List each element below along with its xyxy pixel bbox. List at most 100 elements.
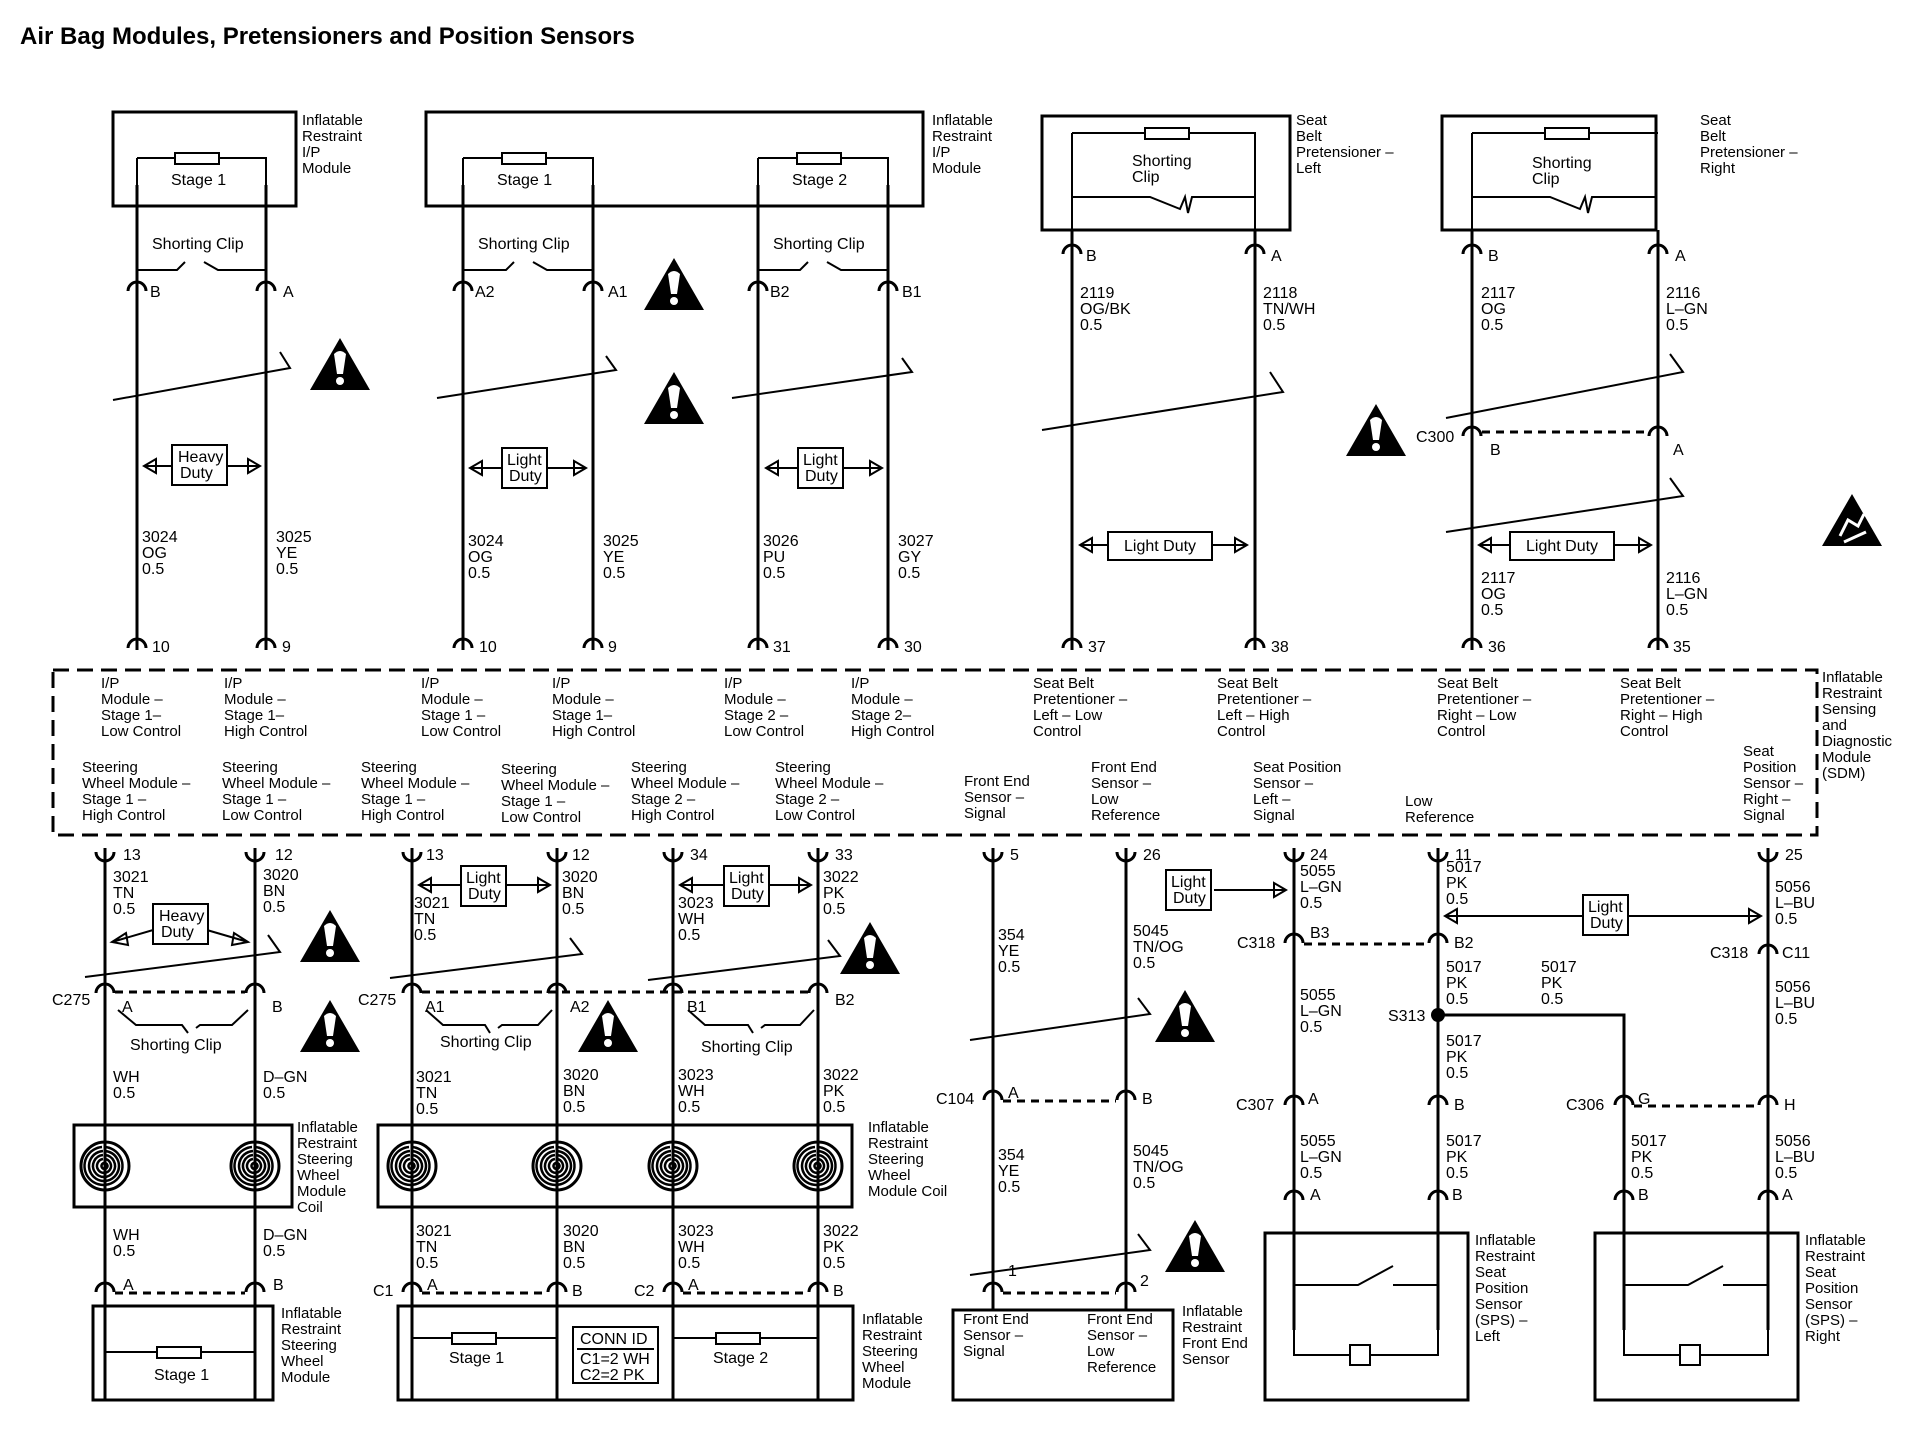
svg-text:B2: B2 (835, 992, 855, 1009)
svg-text:L–GN: L–GN (1300, 1003, 1342, 1020)
svg-text:C318: C318 (1710, 945, 1748, 962)
svg-text:High Control: High Control (631, 807, 714, 824)
svg-text:Duty: Duty (1173, 890, 1206, 907)
svg-text:B: B (1142, 1091, 1153, 1108)
svg-text:Sensor: Sensor (1475, 1296, 1523, 1313)
light-duty-marker: Light Duty (1443, 894, 1763, 936)
svg-text:Module Coil: Module Coil (868, 1183, 947, 1200)
sw-module-right-label: Inflatable Restraint Steering Wheel Modu… (862, 1311, 923, 1392)
svg-text:Light: Light (466, 870, 501, 887)
svg-text:0.5: 0.5 (276, 561, 298, 578)
svg-text:Inflatable: Inflatable (868, 1119, 929, 1136)
svg-text:Restraint: Restraint (1182, 1319, 1243, 1336)
svg-text:B: B (1638, 1187, 1649, 1204)
svg-text:3024: 3024 (468, 533, 504, 550)
svg-text:0.5: 0.5 (563, 1099, 585, 1116)
svg-text:0.5: 0.5 (998, 959, 1020, 976)
light-duty-marker: Light Duty (1477, 531, 1653, 561)
svg-text:Heavy: Heavy (178, 449, 223, 466)
svg-text:B: B (572, 1283, 583, 1300)
svg-text:A: A (1008, 1085, 1019, 1102)
svg-text:Restraint: Restraint (862, 1327, 923, 1344)
svg-text:and: and (1822, 717, 1847, 734)
conn-id-c1: C1=2 WH (580, 1351, 650, 1368)
c307-connector: C307 A B (1236, 1091, 1465, 1114)
svg-text:Wheel: Wheel (868, 1167, 911, 1184)
svg-text:0.5: 0.5 (763, 565, 785, 582)
svg-text:Seat Belt: Seat Belt (1033, 675, 1095, 692)
fes-lowref-label: Front End Sensor – Low Reference (1087, 1311, 1156, 1376)
svg-text:Belt: Belt (1700, 128, 1727, 145)
svg-text:C275: C275 (358, 992, 396, 1009)
svg-text:5056: 5056 (1775, 879, 1811, 896)
shorting-clip (758, 261, 888, 271)
svg-text:0.5: 0.5 (113, 901, 135, 918)
sps-switch (1293, 1233, 1439, 1356)
top-pin-labels: B A A2 A1 B2 B1 B A B A (150, 248, 1686, 301)
warning-icon (1346, 404, 1406, 456)
svg-text:0.5: 0.5 (1446, 1065, 1468, 1082)
svg-text:PK: PK (823, 1239, 845, 1256)
bottom-connectors: A B C1 A B C2 A B 1 2 A B B A (94, 1187, 1793, 1300)
svg-text:Light: Light (803, 452, 838, 469)
svg-text:L–BU: L–BU (1775, 1149, 1815, 1166)
svg-text:34: 34 (690, 847, 708, 864)
svg-text:C300: C300 (1416, 429, 1454, 446)
svg-text:PK: PK (1446, 1049, 1468, 1066)
svg-text:3023: 3023 (678, 1067, 714, 1084)
svg-text:A: A (1310, 1187, 1321, 1204)
svg-text:TN/OG: TN/OG (1133, 939, 1184, 956)
svg-text:I/P: I/P (302, 144, 320, 161)
svg-text:Duty: Duty (161, 924, 194, 941)
svg-text:0.5: 0.5 (1446, 1165, 1468, 1182)
svg-text:38: 38 (1271, 639, 1289, 656)
s313-label: S313 (1388, 1008, 1425, 1025)
svg-text:10: 10 (152, 639, 170, 656)
svg-text:Stage 2 –: Stage 2 – (724, 707, 789, 724)
svg-text:2117: 2117 (1481, 285, 1516, 302)
svg-text:0.5: 0.5 (1300, 895, 1322, 912)
light-duty-marker: Light Duty (678, 865, 813, 907)
svg-text:Stage 2 –: Stage 2 – (631, 791, 696, 808)
svg-text:Inflatable: Inflatable (1475, 1232, 1536, 1249)
svg-text:High Control: High Control (82, 807, 165, 824)
svg-text:C104: C104 (936, 1091, 974, 1108)
svg-text:2116: 2116 (1666, 570, 1701, 587)
svg-text:C275: C275 (52, 992, 90, 1009)
svg-text:Sensing: Sensing (1822, 701, 1876, 718)
svg-text:Module –: Module – (851, 691, 913, 708)
svg-text:5017: 5017 (1446, 1033, 1482, 1050)
svg-text:Steering: Steering (222, 759, 278, 776)
svg-text:Position: Position (1475, 1280, 1528, 1297)
svg-text:Wheel Module –: Wheel Module – (222, 775, 331, 792)
ip-module-right (424, 110, 925, 208)
stage1-label: Stage 1 (497, 172, 552, 189)
svg-text:Stage 1 –: Stage 1 – (421, 707, 486, 724)
svg-text:Right – High: Right – High (1620, 707, 1703, 724)
svg-text:3020: 3020 (263, 867, 299, 884)
svg-text:PK: PK (823, 885, 845, 902)
svg-text:Light: Light (1588, 899, 1623, 916)
shorting-clip-label: Shorting Clip (701, 1039, 793, 1056)
svg-text:A: A (688, 1277, 699, 1294)
svg-text:5017: 5017 (1446, 1133, 1482, 1150)
svg-text:354: 354 (998, 1147, 1025, 1164)
svg-text:C1: C1 (373, 1283, 394, 1300)
svg-text:A1: A1 (425, 999, 445, 1016)
svg-text:Low: Low (1091, 791, 1119, 808)
svg-text:Duty: Duty (509, 468, 542, 485)
warning-icon (310, 338, 370, 390)
svg-text:Seat Position: Seat Position (1253, 759, 1341, 776)
svg-text:I/P: I/P (421, 675, 439, 692)
svg-text:PU: PU (763, 549, 785, 566)
svg-text:B2: B2 (770, 284, 790, 301)
svg-text:13: 13 (123, 847, 141, 864)
c104-connector: C104 A B (936, 1085, 1153, 1108)
shorting-clip-label: Shorting Clip (1532, 155, 1592, 188)
svg-text:3025: 3025 (276, 529, 312, 546)
svg-text:OG: OG (1481, 301, 1506, 318)
svg-text:B: B (273, 1277, 284, 1294)
sdm-top-terminals: 10 9 10 9 31 30 37 38 36 35 (126, 637, 1691, 656)
svg-text:Low Control: Low Control (775, 807, 855, 824)
svg-text:YE: YE (998, 943, 1019, 960)
